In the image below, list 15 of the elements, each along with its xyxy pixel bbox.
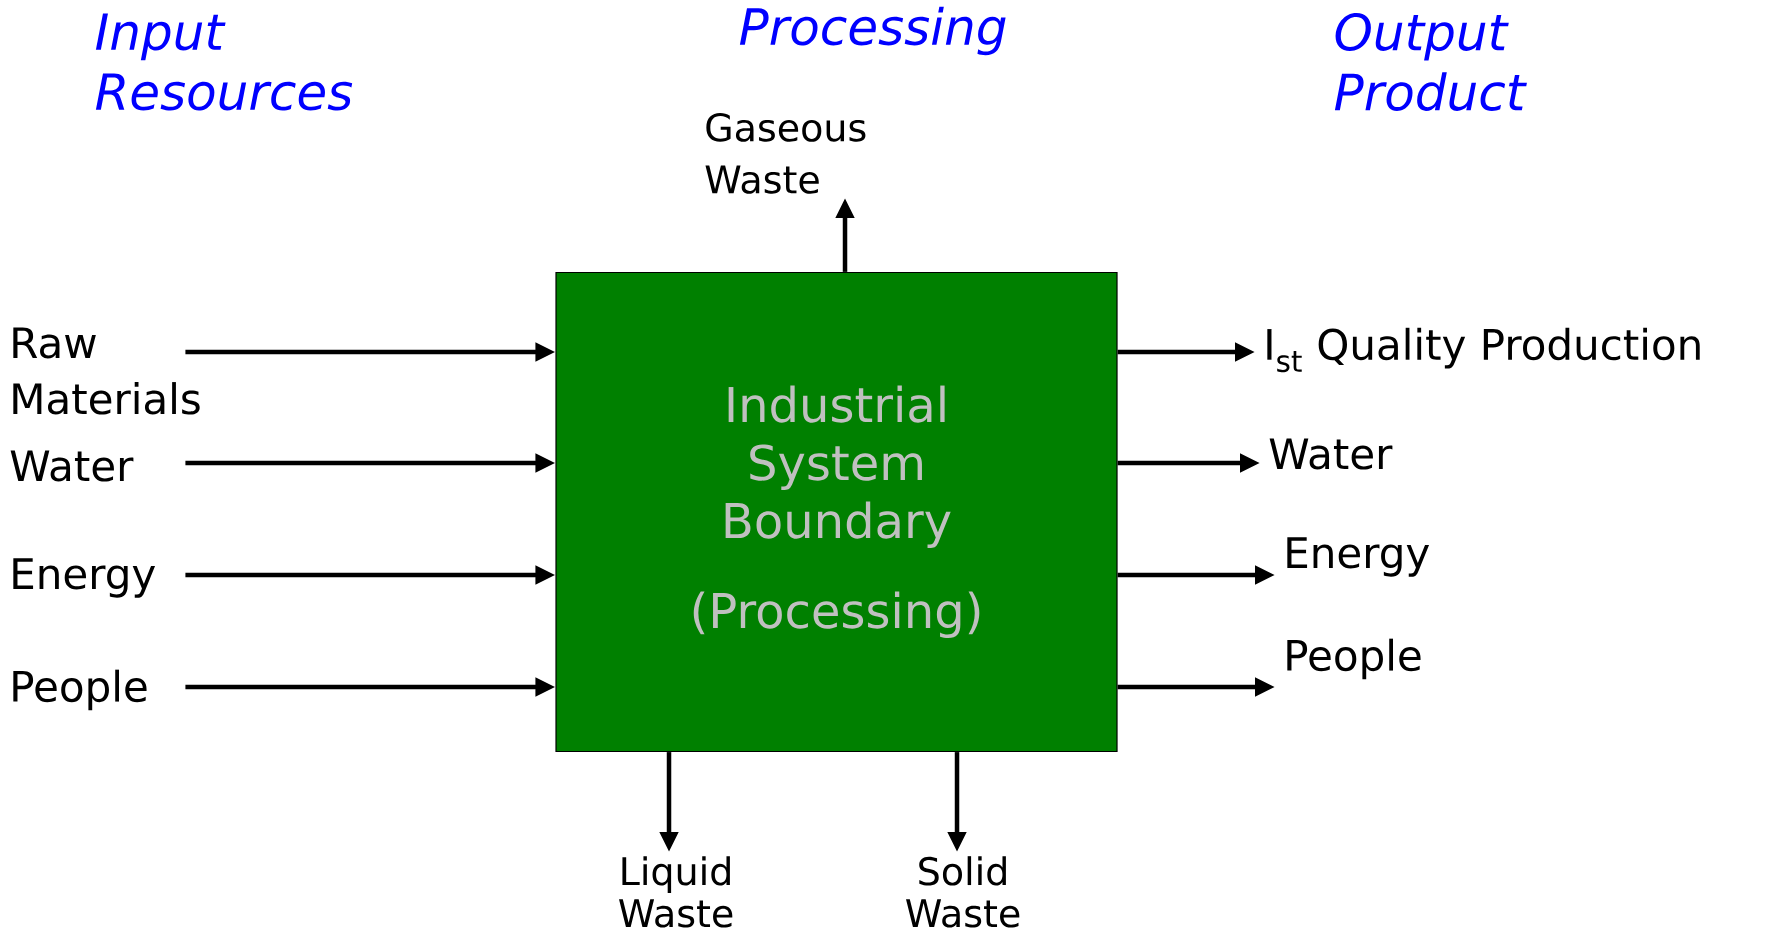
input-label: Raw Materials [13, 327, 200, 415]
input-label: People [13, 669, 147, 711]
input-label: Water [10, 450, 134, 482]
output-label: Water [1269, 438, 1393, 470]
column-heading: Output Product [1334, 13, 1527, 111]
output-label: Energy [1287, 537, 1430, 577]
input-label: Energy [13, 558, 156, 598]
waste-label: Liquid Waste [619, 856, 733, 928]
column-heading: Input Resources [95, 13, 353, 111]
waste-label: Gaseous Waste [705, 113, 866, 194]
system-box: Industrial System Boundary (Processing) [555, 271, 1118, 753]
column-heading: Processing [739, 6, 1006, 56]
waste-label: Solid Waste [906, 856, 1020, 928]
output-label: People [1287, 638, 1421, 680]
output-label: I$_{st}$ Quality Production [1267, 327, 1700, 373]
